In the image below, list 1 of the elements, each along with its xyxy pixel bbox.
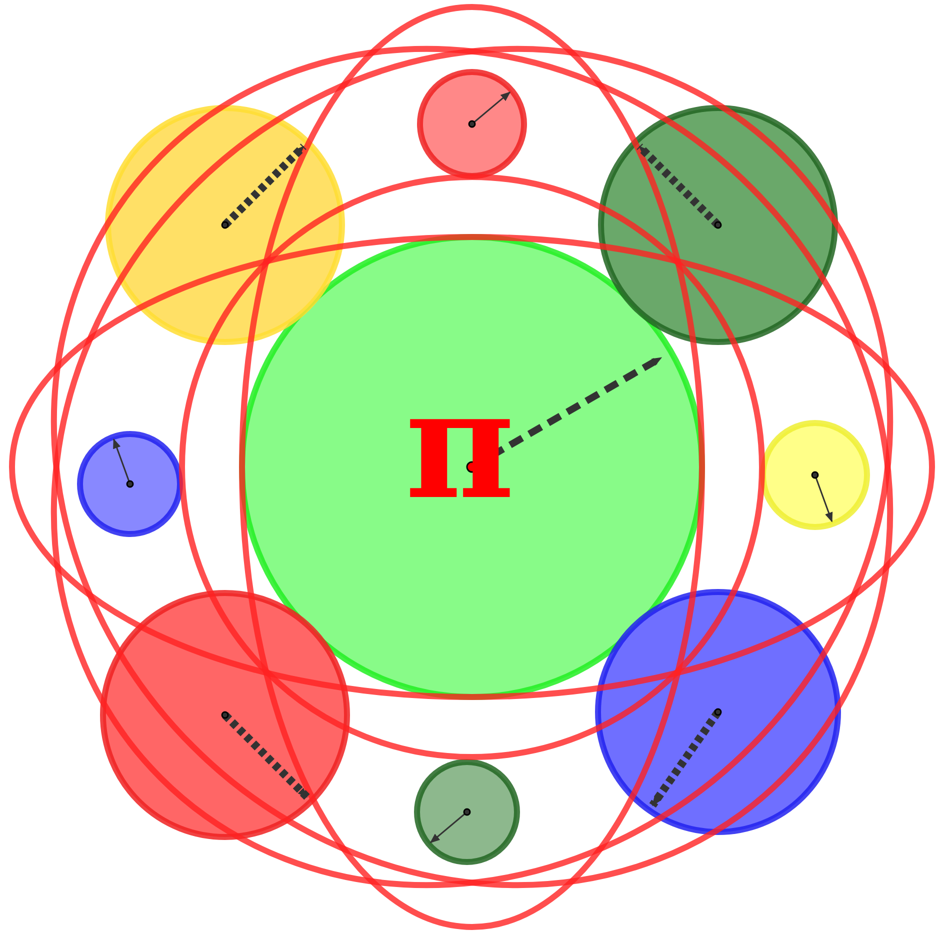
pi-symbol: π: [405, 370, 515, 520]
